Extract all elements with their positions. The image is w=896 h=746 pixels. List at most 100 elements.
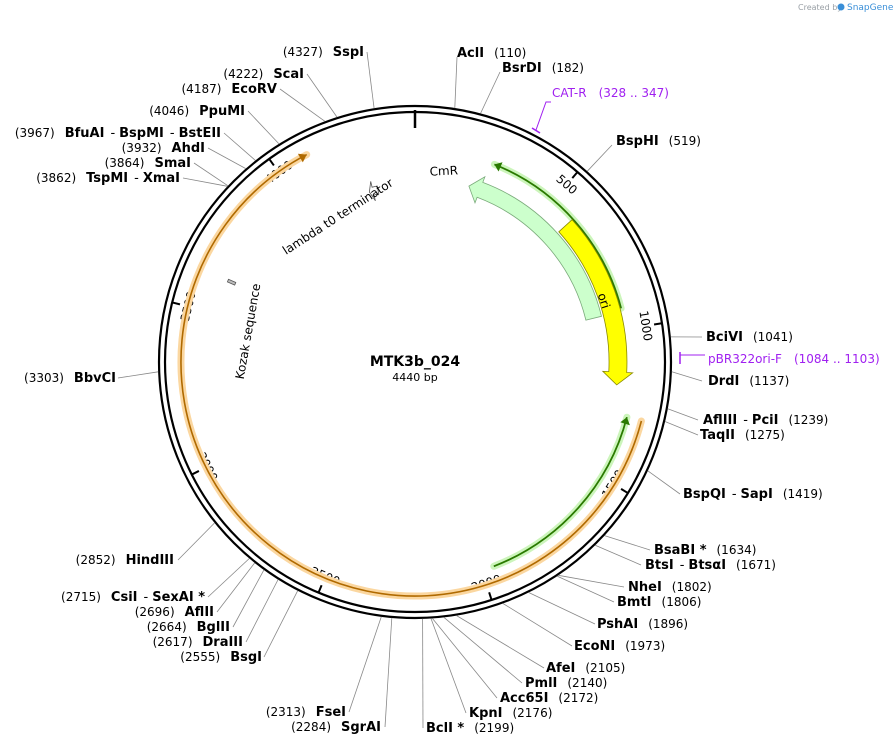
- enzyme-leader-line: [348, 616, 382, 713]
- snapgene-brand: Created by SnapGene: [798, 3, 894, 13]
- enzyme-label-bsphi[interactable]: BspHI(519): [616, 134, 701, 149]
- enzyme-label-fsei[interactable]: (2313)FseI: [266, 705, 346, 720]
- enzyme-label-bmti[interactable]: BmtI(1806): [617, 595, 701, 610]
- right-region-arrowhead: [620, 417, 630, 426]
- enzyme-leader-line: [306, 73, 338, 118]
- tick-mark: [571, 171, 579, 179]
- enzyme-leader-line: [117, 371, 159, 379]
- enzyme-leader-line: [366, 51, 375, 109]
- kozak-sequence-box[interactable]: [226, 278, 237, 286]
- ori-feature-arrow[interactable]: [558, 219, 634, 386]
- enzyme-label-scai[interactable]: (4222)ScaI: [223, 67, 304, 82]
- enzyme-label-drdi[interactable]: DrdI(1137): [708, 374, 789, 389]
- backbone: [157, 104, 673, 620]
- backbone-outer-ring: [157, 104, 673, 620]
- enzyme-label-ecorv[interactable]: (4187)EcoRV: [182, 82, 278, 97]
- enzyme-label-bfuai-bspmi-bsteii[interactable]: (3967)BfuAI-BspMI-BstEII: [15, 126, 221, 141]
- enzyme-leader-line: [456, 615, 545, 669]
- cat-r-primer-label[interactable]: CAT-R(328 .. 347): [552, 86, 669, 100]
- green-arcs: [490, 160, 631, 570]
- enzyme-label-acc65i[interactable]: Acc65I(2172): [500, 691, 598, 706]
- insert-region-arc: [180, 153, 643, 597]
- lambda-t0-terminator-label: lambda t0 terminator: [280, 176, 396, 258]
- brand-name: SnapGene: [847, 3, 894, 13]
- enzyme-label-bbvci[interactable]: (3303)BbvCI: [24, 371, 116, 386]
- enzyme-label-draiii[interactable]: (2617)DraIII: [153, 635, 243, 650]
- enzyme-label-afei[interactable]: AfeI(2105): [546, 661, 625, 676]
- enzyme-leader-line: [432, 618, 498, 699]
- brand-prefix: Created by: [798, 3, 842, 12]
- enzyme-leader-line: [443, 617, 523, 684]
- right-region-arc: [493, 416, 628, 568]
- enzyme-leader-line: [193, 162, 229, 187]
- enzyme-label-bsrdi[interactable]: BsrDI(182): [502, 61, 584, 76]
- enzyme-leader-line: [558, 574, 625, 588]
- tick-mark: [171, 301, 181, 306]
- tick-label: 1000: [636, 310, 655, 342]
- enzyme-label-csii-sexai[interactable]: (2715)CsiI-SexAI *: [61, 590, 205, 605]
- enzyme-leader-line: [604, 535, 651, 551]
- enzyme-label-smai[interactable]: (3864)SmaI: [105, 156, 191, 171]
- enzyme-leader-line: [647, 470, 681, 495]
- enzyme-leader-line: [247, 110, 280, 145]
- enzyme-label-aflii[interactable]: (2696)AflII: [135, 605, 214, 620]
- enzyme-label-ppumi[interactable]: (4046)PpuMI: [149, 104, 245, 119]
- cmr-region-arrowhead: [494, 162, 503, 172]
- tick-mark: [488, 592, 493, 601]
- enzyme-leader-line: [454, 56, 458, 109]
- tick-mark: [317, 584, 323, 594]
- enzyme-label-nhei[interactable]: NheI(1802): [628, 580, 712, 595]
- cmr-region-arc: [494, 163, 622, 309]
- enzyme-label-btsi-btsai[interactable]: BtsI-BtsαI(1671): [645, 558, 776, 573]
- lambda-t0-terminator-arrow[interactable]: [368, 181, 380, 202]
- enzyme-leader-line: [207, 147, 246, 169]
- snapgene-logo-icon: [837, 3, 845, 11]
- cmr-label: CmR: [429, 163, 458, 178]
- enzyme-label-ahdi[interactable]: (3932)AhdI: [122, 141, 205, 156]
- features: CmR ori lambda t0 terminator Kozak seque…: [226, 163, 634, 386]
- tick-mark: [191, 470, 200, 476]
- enzyme-label-bsgi[interactable]: (2555)BsgI: [180, 650, 262, 665]
- enzyme-leader-line: [502, 603, 573, 647]
- enzyme-label-tspmi-xmai[interactable]: (3862)TspMI-XmaI: [36, 171, 180, 186]
- enzyme-leader-line: [223, 132, 256, 161]
- enzyme-label-bspqi-sapi[interactable]: BspQI-SapI(1419): [683, 487, 823, 502]
- enzyme-label-hindiii[interactable]: (2852)HindIII: [76, 553, 174, 568]
- enzyme-label-sgrai[interactable]: (2284)SgrAI: [291, 720, 381, 735]
- ori-label: ori: [595, 291, 613, 310]
- cat-r-primer-mark: [531, 127, 541, 134]
- enzyme-label-econi[interactable]: EcoNI(1973): [574, 639, 665, 654]
- insert-region: [177, 151, 645, 600]
- enzyme-leader-line: [177, 522, 215, 561]
- enzyme-label-pshai[interactable]: PshAI(1896): [597, 617, 688, 632]
- plasmid-length: 4440 bp: [392, 371, 437, 384]
- plasmid-title: MTK3b_024 4440 bp: [370, 354, 461, 384]
- enzyme-leader-line: [245, 579, 279, 643]
- cat-r-primer-leader: [535, 101, 551, 131]
- enzyme-label-bsabi[interactable]: BsaBI *(1634): [654, 543, 756, 558]
- enzyme-label-afliii-pcii[interactable]: AflIII-PciI(1239): [703, 413, 828, 428]
- enzyme-label-bglii[interactable]: (2664)BglII: [147, 620, 230, 635]
- pbr322ori-f-primer-label[interactable]: pBR322ori-F(1084 .. 1103): [708, 352, 880, 366]
- enzyme-leader-line: [263, 590, 299, 658]
- enzyme-label-acli[interactable]: AclI(110): [457, 46, 526, 61]
- plasmid-name: MTK3b_024: [370, 354, 461, 370]
- enzyme-label-pmli[interactable]: PmlI(2140): [525, 676, 607, 691]
- enzyme-leader-line: [671, 371, 703, 382]
- enzyme-leader-line: [430, 618, 467, 714]
- enzyme-label-bcli[interactable]: BclI *(2199): [426, 721, 514, 736]
- enzyme-label-sspi[interactable]: (4327)SspI: [283, 45, 364, 60]
- enzyme-leader-line: [279, 88, 326, 122]
- primers: CAT-R(328 .. 347) pBR322ori-F(1084 .. 11…: [531, 86, 880, 366]
- enzyme-leader-line: [586, 144, 613, 172]
- enzyme-label-taqii[interactable]: TaqII(1275): [700, 428, 785, 443]
- cmr-feature-arrow[interactable]: [468, 175, 602, 321]
- enzyme-label-kpni[interactable]: KpnI(2176): [469, 706, 552, 721]
- enzyme-leader-line: [480, 71, 501, 114]
- enzyme-leader-line: [384, 617, 393, 728]
- tick-label: 500: [553, 172, 580, 198]
- enzyme-leader-line: [232, 569, 265, 628]
- enzyme-leader-line: [595, 544, 642, 566]
- enzyme-leader-line: [216, 562, 256, 613]
- enzyme-label-bcivi[interactable]: BciVI(1041): [706, 330, 793, 345]
